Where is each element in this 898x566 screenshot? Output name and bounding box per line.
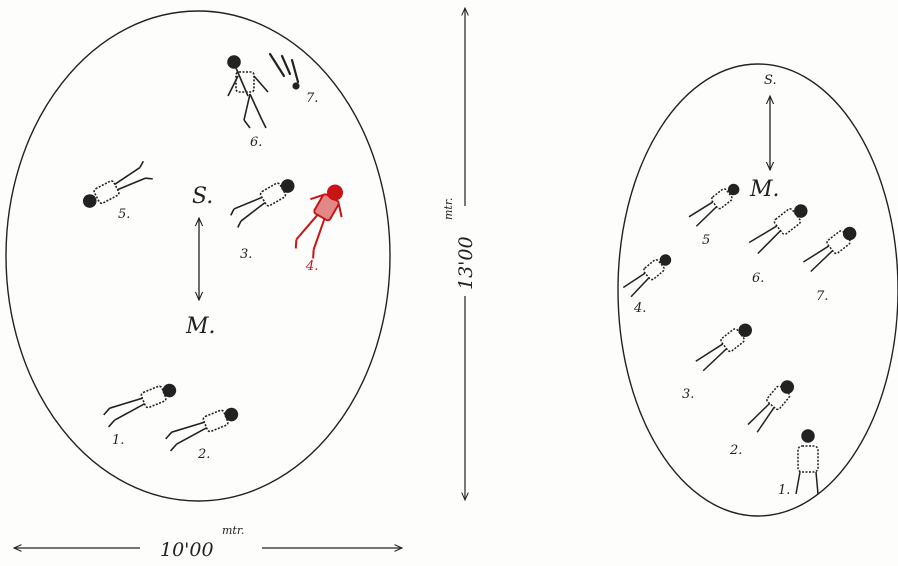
right-marker-m: M.: [749, 177, 780, 202]
right-label-1: 1.: [778, 483, 790, 498]
left-marker-s: S.: [192, 184, 213, 209]
right-skeleton-7: [802, 226, 857, 273]
left-skeleton-7: [268, 52, 300, 90]
left-skeleton-5: [82, 160, 153, 208]
left-marker-m: M.: [185, 314, 216, 339]
left-skeleton-3: [230, 179, 295, 228]
width-measure-unit: mtr.: [222, 524, 244, 537]
right-label-7: 7.: [816, 289, 828, 304]
left-label-6: 6.: [250, 135, 262, 150]
left-skeleton-6: [227, 55, 269, 129]
right-label-3: 3.: [682, 387, 694, 402]
right-label-4: 4.: [633, 301, 646, 316]
right-skeleton-4: [622, 254, 672, 298]
left-label-3: 3.: [240, 247, 252, 262]
left-skeleton-4: [294, 184, 343, 259]
height-measure-value: 13'00: [455, 236, 477, 290]
right-label-6: 6.: [752, 271, 764, 286]
right-skeleton-1: [795, 429, 819, 495]
left-label-4: 4.: [305, 259, 318, 274]
right-marker-s: S.: [764, 73, 777, 88]
left-label-7: 7.: [306, 91, 318, 106]
right-label-2: 2.: [729, 443, 742, 458]
right-grave-outline: [617, 63, 898, 517]
height-measure-unit: mtr.: [442, 198, 455, 220]
left-skeleton-1: [103, 383, 177, 428]
left-label-2: 2.: [197, 447, 210, 462]
right-skeleton-5: [688, 183, 740, 227]
height-measure: 13'00 mtr.: [442, 8, 477, 500]
right-label-5: 5: [702, 233, 710, 248]
right-skeleton-6: [748, 204, 808, 255]
right-skeleton-3: [695, 323, 752, 372]
width-measure-value: 10'00: [160, 539, 214, 561]
left-grave-outline: [5, 10, 391, 502]
right-skeleton-2: [747, 380, 795, 433]
left-label-1: 1.: [112, 433, 124, 448]
width-measure: 10'00 mtr.: [14, 524, 402, 561]
left-label-5: 5.: [118, 207, 130, 222]
left-skeleton-2: [165, 407, 239, 452]
